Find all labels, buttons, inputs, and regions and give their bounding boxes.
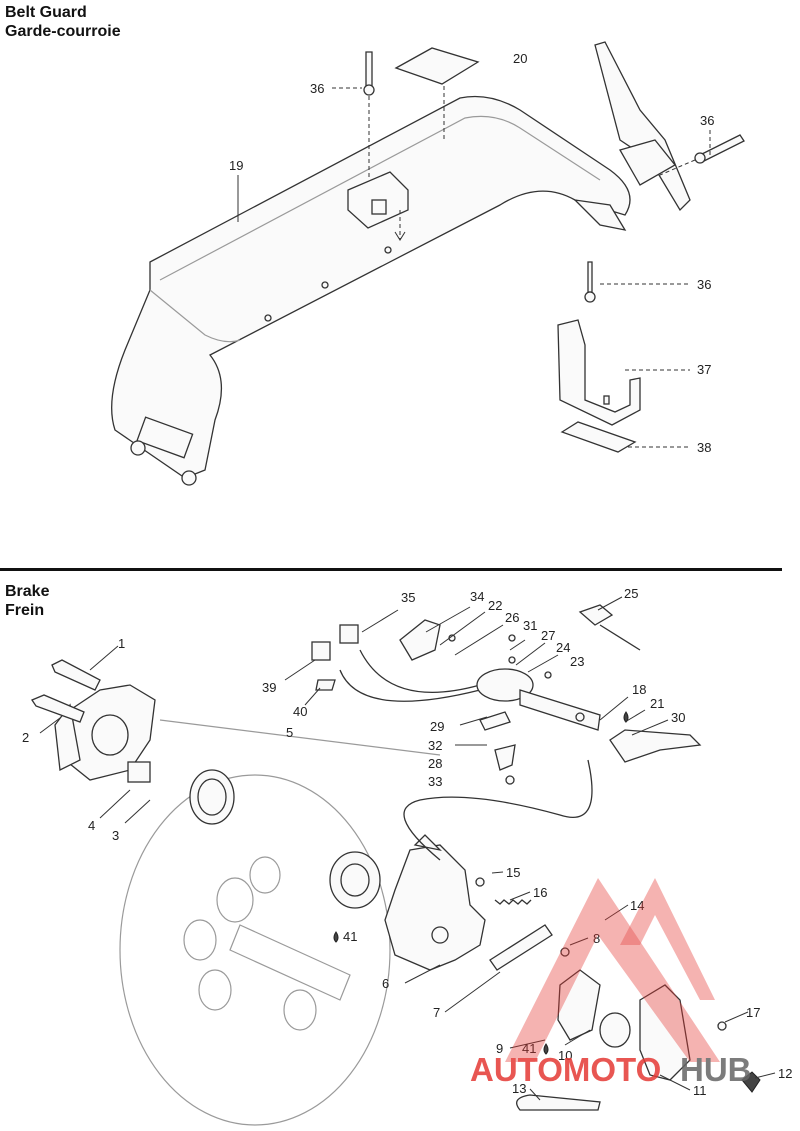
bolt-2 (31, 694, 85, 723)
bolt-1 (51, 659, 101, 691)
callout-20: 20 (513, 51, 527, 66)
belt-guard-title: Belt Guard Garde-courroie (5, 3, 121, 41)
belt-guard-body (111, 95, 631, 479)
brake-title: Brake Frein (5, 582, 49, 620)
watermark-text-part1: AUTOMOTO (470, 1051, 661, 1088)
callout-3: 3 (112, 828, 119, 843)
brake-rod-7 (489, 924, 553, 971)
callout-35: 35 (401, 590, 415, 605)
callout-30: 30 (671, 710, 685, 725)
callout-18: 18 (632, 682, 646, 697)
callout-23: 23 (570, 654, 584, 669)
brake-assembly (31, 604, 761, 1126)
callout-28: 28 (428, 756, 442, 771)
callout-2: 2 (22, 730, 29, 745)
callout-labels: 19 20 36 36 36 37 38 1 2 3 4 5 6 7 8 9 1… (22, 51, 792, 1098)
callout-38: 38 (697, 440, 711, 455)
brake-cable-14 (403, 759, 593, 861)
guard-plate-38 (560, 421, 637, 453)
switch-block-39 (311, 641, 331, 661)
brake-switch-25 (578, 604, 614, 626)
belt-guard-assembly (111, 41, 745, 486)
callout-8: 8 (593, 931, 600, 946)
callout-41-left: 41 (343, 929, 357, 944)
rivet-top (365, 51, 373, 89)
callout-26: 26 (505, 610, 519, 625)
callout-32: 32 (428, 738, 442, 753)
callout-36-right: 36 (700, 113, 714, 128)
callout-33: 33 (428, 774, 442, 789)
belt-guard-title-fr: Garde-courroie (5, 23, 121, 40)
cotter-pin-13 (516, 1094, 601, 1111)
callout-10: 10 (558, 1048, 572, 1063)
brake-leaders (39, 596, 776, 1101)
watermark-text-part2: HUB (680, 1051, 752, 1088)
watermark-triangle-icon (505, 878, 720, 1062)
callout-17: 17 (746, 1005, 760, 1020)
callout-5: 5 (286, 725, 293, 740)
callout-27: 27 (541, 628, 555, 643)
belt-guard-leaders (237, 87, 711, 448)
callout-12: 12 (778, 1066, 792, 1081)
callout-15: 15 (506, 865, 520, 880)
callout-4: 4 (88, 818, 95, 833)
adjuster-knob-10 (599, 1012, 631, 1048)
brake-pad-bracket (127, 761, 151, 783)
connector-40 (315, 679, 336, 691)
callout-16: 16 (533, 885, 547, 900)
switch-block-35 (339, 624, 359, 644)
nut-12 (741, 1071, 761, 1093)
brake-title-fr: Frein (5, 602, 45, 619)
callout-13: 13 (512, 1081, 526, 1096)
callout-1: 1 (118, 636, 125, 651)
callout-24: 24 (556, 640, 570, 655)
belt-guard-title-en: Belt Guard (5, 4, 87, 21)
guard-bracket-37 (557, 319, 641, 426)
callout-11: 11 (693, 1083, 707, 1098)
callout-39: 39 (262, 680, 276, 695)
callout-14: 14 (630, 898, 644, 913)
callout-6: 6 (382, 976, 389, 991)
callout-31: 31 (523, 618, 537, 633)
callout-36-mid: 36 (697, 277, 711, 292)
brake-hand-lever-30 (609, 729, 702, 763)
section-divider (0, 568, 782, 571)
brake-master-body (476, 668, 534, 702)
brake-title-en: Brake (5, 583, 50, 600)
grip-cover-22 (399, 619, 441, 661)
callout-41-right: 41 (522, 1041, 536, 1056)
callout-29: 29 (430, 719, 444, 734)
guard-hinge-left (136, 416, 194, 459)
callout-36-top: 36 (310, 81, 324, 96)
callout-9: 9 (496, 1041, 503, 1056)
brake-cover-11 (639, 984, 691, 1081)
callout-22: 22 (488, 598, 502, 613)
drive-pulley (119, 774, 391, 1126)
spring-16 (494, 899, 532, 905)
decal-20 (394, 47, 480, 85)
callout-19: 19 (229, 158, 243, 173)
callout-37: 37 (697, 362, 711, 377)
callout-7: 7 (433, 1005, 440, 1020)
callout-25: 25 (624, 586, 638, 601)
watermark-logo: AUTOMOTO HUB (470, 878, 752, 1088)
callout-34: 34 (470, 589, 484, 604)
callout-21: 21 (650, 696, 664, 711)
brake-plate-9 (557, 969, 601, 1041)
callout-40: 40 (293, 704, 307, 719)
brake-lever-plate (384, 844, 486, 971)
